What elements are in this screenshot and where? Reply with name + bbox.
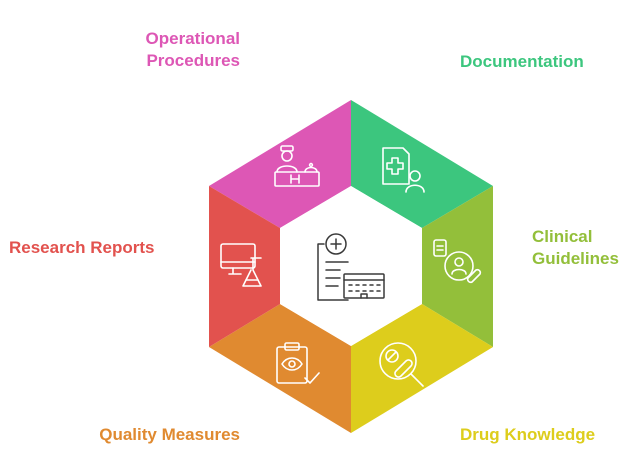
center-hexagon: [280, 186, 422, 346]
clipboard-eye-icon: [276, 342, 320, 384]
label-research: Research Reports: [9, 237, 155, 259]
label-line: Research Reports: [9, 238, 155, 257]
medical-document-icon: [382, 147, 425, 193]
label-documentation: Documentation: [460, 51, 584, 73]
label-line: Operational: [145, 29, 240, 48]
label-quality: Quality Measures: [99, 424, 240, 446]
label-line: Drug Knowledge: [460, 425, 596, 444]
segment-drug: [351, 304, 493, 433]
segment-research: [209, 186, 280, 347]
patient-guidelines-icon: [433, 239, 482, 284]
hospital-staff-icon: [274, 145, 320, 187]
hospital-records-icon: [317, 233, 385, 301]
label-line: Documentation: [460, 52, 584, 71]
monitor-flask-icon: [220, 243, 262, 287]
label-drug: Drug Knowledge: [460, 424, 595, 446]
label-line: Clinical: [532, 227, 593, 246]
label-clinical: Clinical Guidelines: [532, 226, 619, 270]
segment-documentation: [351, 100, 493, 228]
pill-magnifier-icon: [379, 342, 424, 387]
label-operational: Operational Procedures: [146, 28, 240, 72]
label-line: Procedures: [146, 51, 240, 70]
label-line: Guidelines: [532, 249, 619, 268]
label-line: Quality Measures: [99, 425, 240, 444]
segment-quality: [209, 304, 351, 433]
segment-operational: [209, 100, 351, 228]
